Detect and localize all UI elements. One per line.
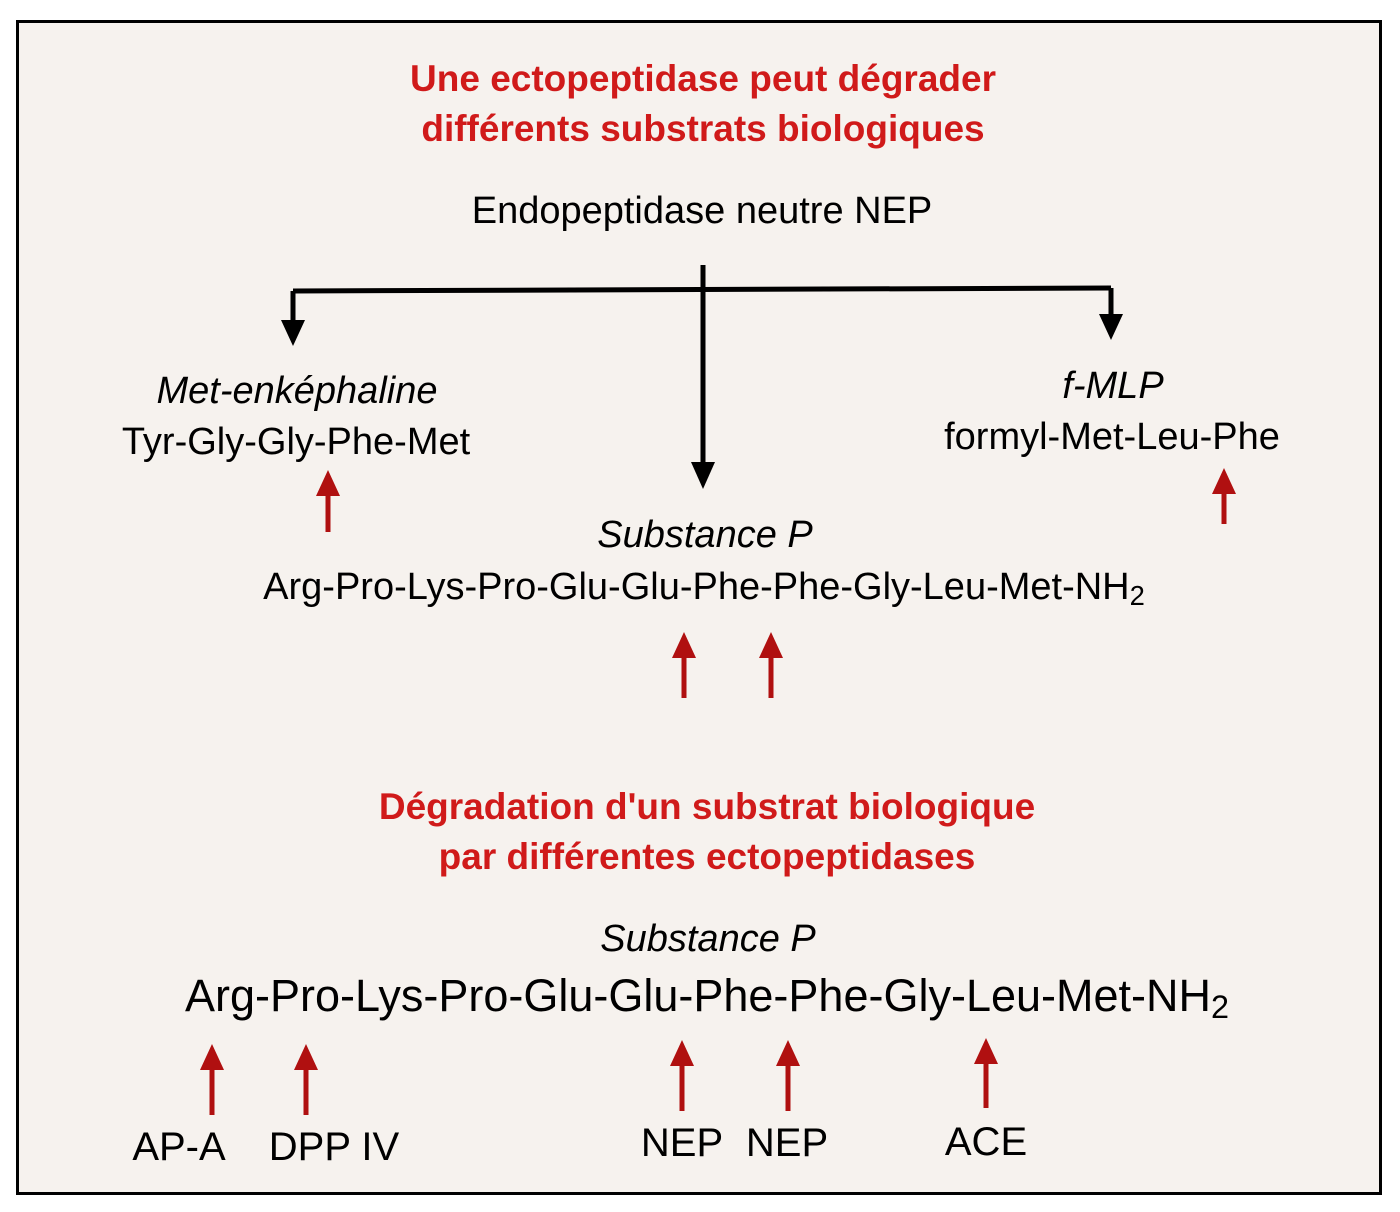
enzyme-label: Endopeptidase neutre NEP	[471, 190, 933, 232]
substance-p-sequence-top-text: Arg-Pro-Lys-Pro-Glu-Glu-Phe-Phe-Gly-Leu-…	[263, 566, 1130, 608]
top-title-line1: Une ectopeptidase peut dégrader	[410, 58, 996, 99]
tree-branch-line	[292, 285, 1112, 294]
enzyme-label-ap-a: AP-A	[132, 1125, 226, 1169]
up-arrow-icon	[670, 1040, 694, 1111]
enzyme-tree	[290, 265, 1114, 465]
bottom-title-line2: par différentes ectopeptidases	[438, 836, 976, 877]
down-arrow-icon	[691, 462, 715, 489]
fmlp-name: f-MLP	[1062, 365, 1164, 407]
substance-p-sequence-bottom-text: Arg-Pro-Lys-Pro-Glu-Glu-Phe-Phe-Gly-Leu-…	[184, 970, 1212, 1021]
enzyme-label-nep-1: NEP	[640, 1121, 724, 1165]
bottom-title: Dégradation d'un substrat biologique par…	[379, 782, 1035, 882]
substance-p-sequence-bottom: Arg-Pro-Lys-Pro-Glu-Glu-Phe-Phe-Gly-Leu-…	[184, 970, 1230, 1026]
substance-p-sequence-top: Arg-Pro-Lys-Pro-Glu-Glu-Phe-Phe-Gly-Leu-…	[263, 566, 1145, 609]
tree-arrowheads	[281, 314, 1123, 489]
top-title-line2: différents substrats biologiques	[421, 108, 985, 149]
cleavage-arrows-top	[316, 468, 1236, 698]
bottom-title-line1: Dégradation d'un substrat biologique	[378, 786, 1036, 827]
enzyme-label-nep-2: NEP	[745, 1121, 829, 1165]
up-arrow-icon	[1212, 468, 1236, 524]
enzyme-label-dpp-iv: DPP IV	[268, 1125, 400, 1169]
substance-p-sequence-bottom-subscript: 2	[1211, 989, 1230, 1026]
up-arrow-icon	[294, 1044, 318, 1115]
down-arrow-icon	[281, 320, 305, 346]
cleavage-arrows-bottom	[200, 1038, 998, 1115]
fmlp-sequence: formyl-Met-Leu-Phe	[944, 416, 1280, 458]
substance-p-sequence-top-subscript: 2	[1129, 580, 1145, 612]
up-arrow-icon	[974, 1038, 998, 1108]
up-arrow-icon	[776, 1040, 800, 1111]
substance-p-name-bottom: Substance P	[600, 918, 816, 960]
diagram-frame	[16, 20, 1382, 1195]
up-arrow-icon	[316, 470, 340, 532]
met-enkephaline-sequence: Tyr-Gly-Gly-Phe-Met	[121, 421, 471, 463]
substance-p-name-top: Substance P	[597, 514, 813, 556]
enzyme-label-ace: ACE	[944, 1120, 1028, 1164]
top-title: Une ectopeptidase peut dégrader différen…	[410, 54, 996, 154]
up-arrow-icon	[672, 632, 696, 698]
met-enkephaline-name: Met-enképhaline	[156, 370, 438, 412]
up-arrow-icon	[200, 1044, 224, 1115]
up-arrow-icon	[759, 632, 783, 698]
down-arrow-icon	[1099, 314, 1123, 340]
